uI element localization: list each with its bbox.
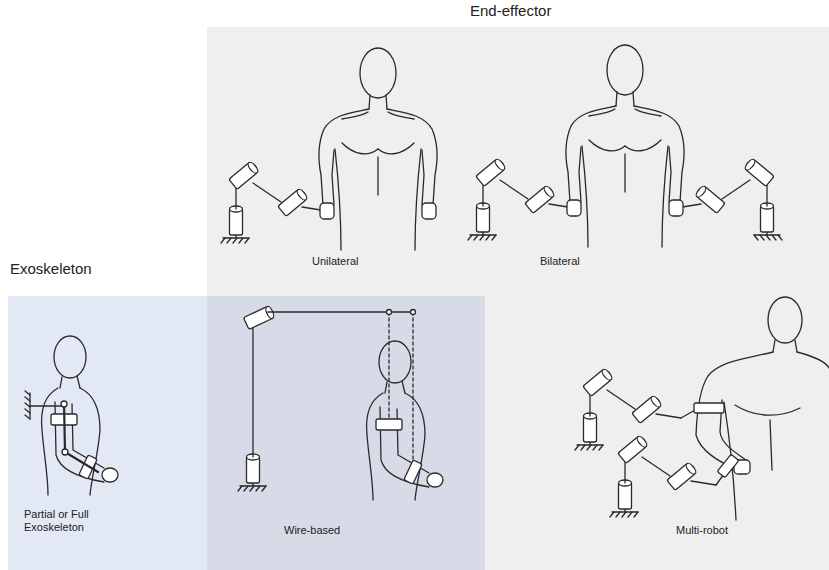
exo-joint bbox=[61, 401, 67, 407]
pulley bbox=[387, 310, 392, 315]
front-person bbox=[319, 48, 437, 250]
category-label: Unilateral bbox=[312, 255, 392, 268]
category-label: Multi-robot bbox=[676, 524, 766, 537]
robot-link bbox=[681, 410, 695, 418]
side-person bbox=[367, 341, 443, 500]
top-joint bbox=[243, 305, 275, 329]
shoulder-line bbox=[797, 352, 829, 368]
frame-post bbox=[252, 328, 253, 457]
upper-arm-cuff bbox=[694, 403, 724, 413]
wire-based-figure bbox=[238, 305, 443, 500]
exo-joint bbox=[62, 449, 68, 455]
robot-arm bbox=[676, 158, 782, 240]
torso-half bbox=[566, 92, 625, 247]
robot-arm bbox=[221, 161, 327, 243]
bilateral-figure bbox=[468, 45, 782, 247]
panel-heading: End-effector bbox=[470, 2, 551, 19]
mount-link bbox=[30, 405, 62, 406]
unilateral-figure bbox=[221, 48, 437, 250]
torso-half bbox=[625, 92, 684, 247]
category-label: Partial or Full Exoskeleton bbox=[24, 508, 106, 534]
ab-line bbox=[624, 154, 625, 192]
chest-line bbox=[735, 405, 800, 415]
exoskeleton-bar bbox=[64, 402, 98, 472]
robot-arm bbox=[610, 435, 716, 517]
robot-arm bbox=[468, 158, 574, 240]
torso-half bbox=[319, 95, 378, 250]
robot-arm bbox=[575, 368, 681, 450]
base-joint bbox=[247, 454, 260, 483]
panel-heading: Exoskeleton bbox=[10, 260, 92, 277]
category-label: Bilateral bbox=[540, 255, 620, 268]
wire bbox=[412, 312, 413, 466]
torso-half bbox=[378, 95, 437, 250]
neck-line bbox=[773, 340, 797, 352]
wrist-cuff bbox=[717, 454, 739, 477]
head bbox=[607, 45, 643, 95]
side-person bbox=[42, 336, 118, 495]
multi-robot-figure bbox=[575, 297, 829, 520]
exoskeleton-figure bbox=[25, 336, 118, 495]
ab-line bbox=[770, 420, 772, 470]
robot-base bbox=[238, 486, 266, 491]
head bbox=[768, 297, 802, 343]
ab-line bbox=[377, 157, 378, 195]
wire bbox=[388, 312, 389, 419]
category-label: Wire-based bbox=[284, 524, 374, 537]
head bbox=[360, 48, 396, 98]
pulley bbox=[411, 310, 416, 315]
wall-mount bbox=[25, 391, 30, 419]
front-person bbox=[566, 45, 684, 247]
